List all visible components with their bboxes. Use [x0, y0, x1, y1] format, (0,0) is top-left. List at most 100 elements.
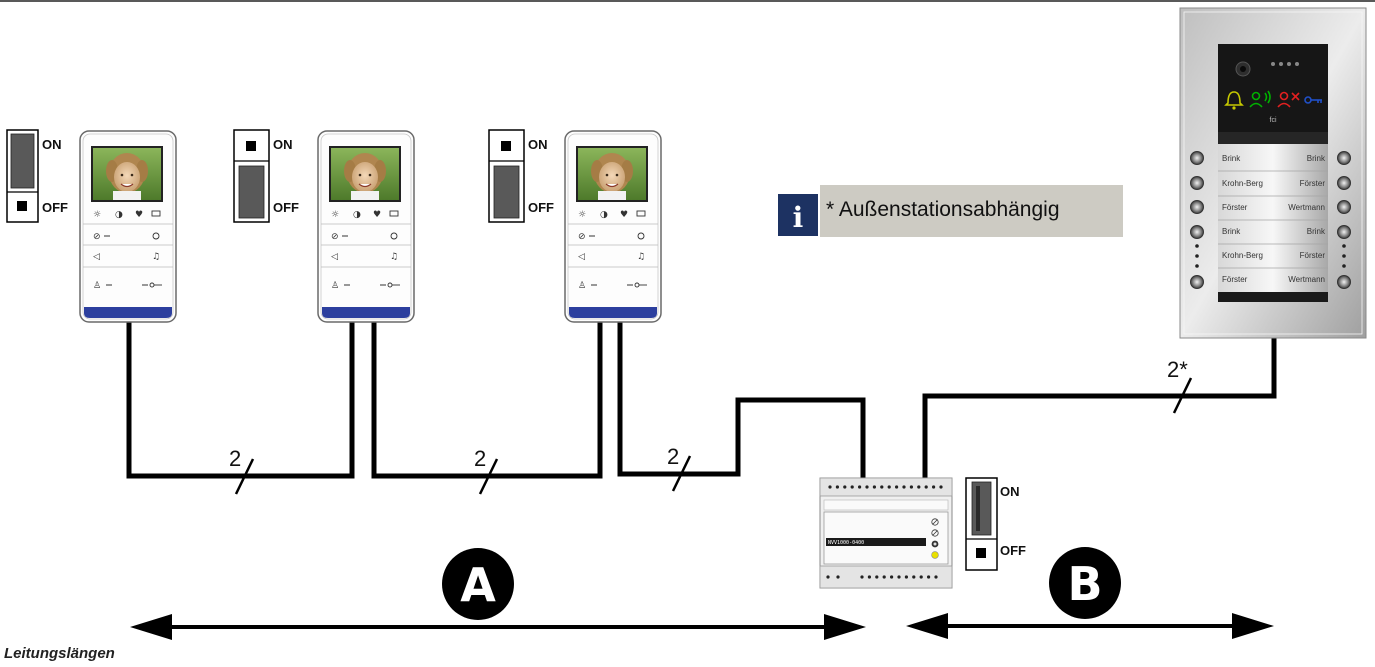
terminal-dot: [828, 485, 832, 489]
name-right: Wertmann: [1288, 275, 1325, 284]
keypad-label: fci: [1270, 117, 1277, 124]
no-call-icon: [1277, 91, 1300, 108]
terminal-dot: [867, 575, 872, 579]
wire-segment-3: [617, 321, 866, 482]
terminal-dot: [872, 485, 877, 489]
terminal-dot: [858, 485, 862, 489]
dip-off-label: OFF: [273, 200, 299, 215]
bell-icon: [1224, 91, 1244, 110]
name-left: Brink: [1222, 154, 1241, 163]
name-left: Krohn-Berg: [1222, 179, 1263, 188]
name-right: Förster: [1300, 179, 1326, 188]
terminal-dot: [909, 485, 914, 489]
terminal-dots-bottom: [826, 575, 938, 579]
terminal-dot: [934, 575, 938, 579]
speaker-dots: [1271, 62, 1299, 66]
wire-slashes: [234, 377, 1193, 495]
name-left: Förster: [1222, 203, 1248, 212]
name-right: Wertmann: [1288, 203, 1325, 212]
call-button[interactable]: [1190, 275, 1204, 289]
terminal-dot: [924, 485, 928, 489]
terminal-dot: [939, 485, 943, 489]
terminal-dot: [917, 485, 921, 489]
dip-off-marker: [17, 201, 27, 211]
terminal-dot: [927, 575, 931, 579]
door-station: fci Brink Krohn-Berg Förster Brink Krohn…: [1179, 7, 1367, 339]
call-button[interactable]: [1190, 225, 1204, 239]
call-button[interactable]: [1337, 275, 1351, 289]
info-panel: [820, 185, 1123, 237]
talk-icon: [1249, 90, 1271, 108]
call-button[interactable]: [1337, 200, 1351, 214]
terminal-dot: [932, 485, 936, 489]
call-buttons-left[interactable]: [1190, 151, 1204, 289]
call-buttons-right[interactable]: [1337, 151, 1351, 289]
wire-segment-1: [126, 321, 355, 479]
wire-segment-2: [371, 321, 603, 479]
dip-on-marker: [246, 141, 256, 151]
dip-slider: [238, 165, 265, 219]
terminal-dot: [904, 575, 909, 579]
dip-slider: [10, 133, 35, 189]
name-plate-panel: [1218, 144, 1328, 302]
terminal-dot: [850, 485, 854, 489]
terminal-dot: [912, 575, 916, 579]
dip-on-label: ON: [1000, 484, 1020, 499]
indoor-monitor-3: [564, 130, 662, 323]
terminal-dot: [880, 485, 884, 489]
dip-switch-2[interactable]: ON OFF: [233, 129, 299, 223]
terminal-dot: [882, 575, 886, 579]
more-dots-right: [1342, 244, 1346, 268]
terminal-dot: [897, 575, 901, 579]
terminal-dot: [860, 575, 864, 579]
section-a-marker: A: [442, 548, 514, 620]
module-indicators: [931, 518, 939, 559]
dip-off-label: OFF: [1000, 543, 1026, 558]
terminal-dot: [887, 485, 891, 489]
info-box: i * Außenstationsabhängig: [778, 185, 1123, 237]
wire-count-label: 2: [229, 446, 241, 471]
terminal-dot: [890, 575, 894, 579]
terminal-dot: [919, 575, 923, 579]
name-left: Krohn-Berg: [1222, 251, 1263, 260]
info-icon-glyph: i: [793, 201, 804, 234]
section-b-label: B: [1067, 557, 1102, 611]
indoor-monitor-1: [79, 130, 177, 323]
call-button[interactable]: [1190, 151, 1204, 165]
camera-panel: [1218, 44, 1328, 144]
call-button[interactable]: [1190, 200, 1204, 214]
dimension-arrow-b: [906, 613, 1274, 639]
call-button[interactable]: [1337, 225, 1351, 239]
dip-switch-4[interactable]: ON OFF: [965, 477, 1026, 571]
status-led: [931, 551, 939, 559]
dimension-arrow-a: [130, 614, 866, 640]
section-b-marker: B: [1049, 547, 1121, 619]
module-label: NVV1000-0400: [828, 540, 864, 546]
info-icon: [778, 194, 818, 236]
dip-on-label: ON: [528, 137, 548, 152]
terminal-dot: [835, 485, 840, 489]
name-plate-dividers: [1218, 170, 1328, 269]
diagram-caption: Leitungslängen: [4, 645, 115, 662]
dip-off-label: OFF: [528, 200, 554, 215]
dip-off-label: OFF: [42, 200, 68, 215]
terminal-dot: [865, 485, 869, 489]
call-button[interactable]: [1337, 176, 1351, 190]
dip-switch-3[interactable]: ON OFF: [488, 129, 554, 223]
name-left: Brink: [1222, 227, 1241, 236]
wiring: [126, 321, 1277, 482]
dip-on-marker: [501, 141, 511, 151]
name-right: Brink: [1307, 227, 1326, 236]
power-module: NVV1000-0400: [819, 477, 953, 589]
dip-switch-1[interactable]: ON OFF: [6, 129, 68, 223]
key-icon: [1304, 96, 1322, 104]
wire-count-label: 2*: [1167, 357, 1188, 382]
terminal-dot: [902, 485, 906, 489]
info-text: * Außenstationsabhängig: [826, 198, 1060, 221]
terminal-dot: [826, 575, 830, 579]
terminal-dot: [843, 485, 847, 489]
terminal-dot: [895, 485, 899, 489]
call-button[interactable]: [1190, 176, 1204, 190]
call-button[interactable]: [1337, 151, 1351, 165]
